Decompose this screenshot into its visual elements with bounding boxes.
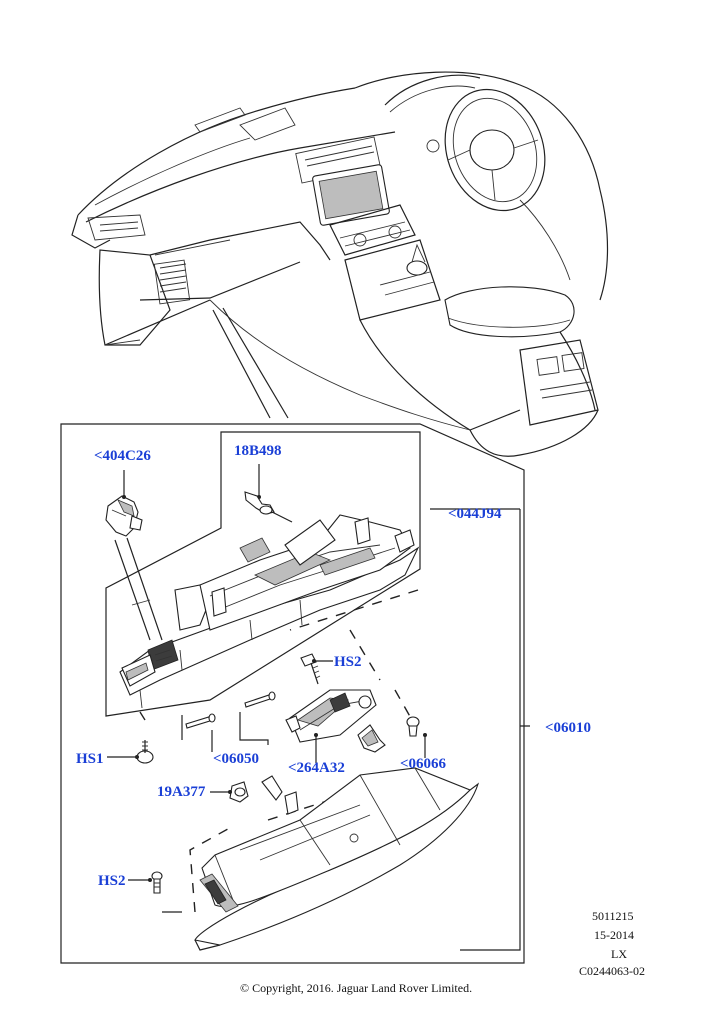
glovebox-bin xyxy=(194,767,480,951)
clip-bracket xyxy=(357,724,386,753)
callout-19A377: 19A377 xyxy=(157,784,206,800)
copyright-text: © Copyright, 2016. Jaguar Land Rover Lim… xyxy=(240,981,472,995)
info-line-4: C0244063-02 xyxy=(579,964,645,978)
info-line-2: 15-2014 xyxy=(594,928,634,942)
info-line-1: 5011215 xyxy=(592,909,634,923)
callout-HS2-top: HS2 xyxy=(334,654,362,670)
info-line-3: LX xyxy=(611,947,627,961)
detail-frame xyxy=(60,423,525,964)
callout-264A32: <264A32 xyxy=(288,760,345,776)
bulb-18B498 xyxy=(244,464,293,523)
switch-404C26 xyxy=(105,470,163,641)
latch-19A377 xyxy=(210,775,299,815)
leader-line-left xyxy=(212,309,271,419)
dashboard-illustration xyxy=(71,71,609,457)
upper-assembly-box xyxy=(105,431,421,717)
damper-264A32 xyxy=(285,689,377,763)
callout-404C26: <404C26 xyxy=(94,448,151,464)
screw-HS2-top xyxy=(300,653,333,685)
screw-HS2-bottom xyxy=(128,871,182,913)
callout-06066: <06066 xyxy=(400,756,447,772)
bumper-06066 xyxy=(406,716,427,758)
screw-HS1 xyxy=(107,740,154,764)
callout-HS2-bottom: HS2 xyxy=(98,873,126,889)
pins-06050 xyxy=(181,691,276,752)
assembly-dash-outline xyxy=(289,589,419,721)
callout-044J94: <044J94 xyxy=(448,506,502,522)
leader-line-right xyxy=(222,307,289,419)
glovebox-upper-frame xyxy=(119,514,420,709)
callout-06010: <06010 xyxy=(545,720,591,736)
callout-HS1: HS1 xyxy=(76,751,104,767)
callout-18B498: 18B498 xyxy=(234,443,282,459)
callout-06050: <06050 xyxy=(213,751,259,767)
bracket-06010 xyxy=(430,508,530,951)
